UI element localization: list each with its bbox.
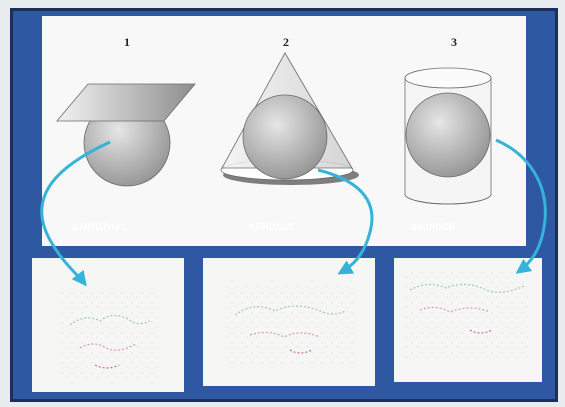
silinder-figure — [404, 67, 492, 205]
arrow-silinder — [495, 138, 547, 274]
cylinder-bottom-front — [404, 193, 492, 205]
panel-label-kerucut: KERUCUT — [249, 222, 296, 232]
azimuthal-plane — [56, 83, 196, 122]
map-sketch-kerucut — [225, 285, 355, 365]
panel-label-silinder: SILINDER — [411, 222, 456, 232]
azimuthal-figure — [56, 83, 196, 187]
map-sketch-azimuthal — [60, 288, 160, 378]
kerucut-figure — [220, 52, 359, 185]
cylinder-top — [404, 67, 492, 89]
panel-number-3: 3 — [451, 35, 457, 49]
silinder-sphere — [405, 92, 491, 178]
panel-label-azimuthal: AZIMUTHAL — [72, 222, 128, 232]
kerucut-sphere — [242, 94, 328, 180]
map-sketch-silinder — [405, 270, 530, 360]
arrow-kerucut — [317, 168, 374, 275]
arrow-azimuthal — [40, 140, 111, 287]
panel-number-1: 1 — [124, 35, 130, 49]
panel-number-2: 2 — [283, 35, 289, 49]
